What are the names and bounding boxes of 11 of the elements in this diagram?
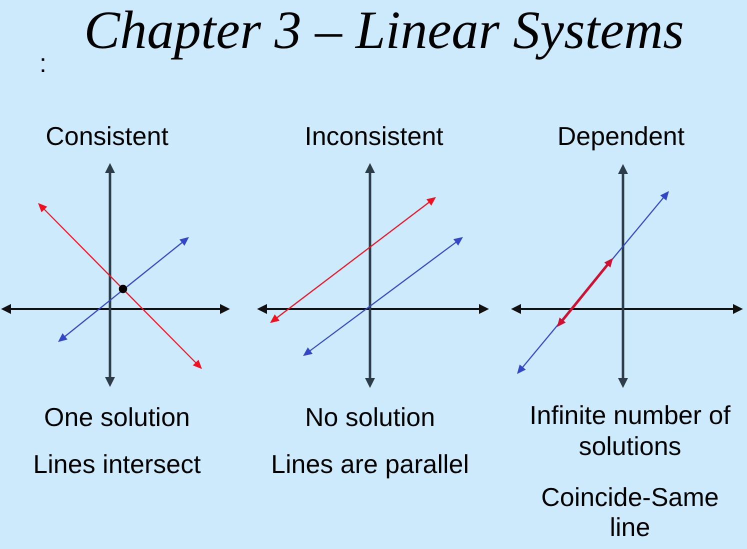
column-heading: Inconsistent [304,121,444,151]
column-heading: Dependent [557,121,685,151]
solution-count-text: No solution [304,402,436,432]
column-heading: Consistent [46,121,168,151]
solution-count-text: Infinite number of solutions [528,400,732,462]
description-text: Lines are parallel [271,449,469,479]
colon-mark: : [39,48,47,78]
description-text: Coincide-Same line [540,482,720,542]
description-text: Lines intersect [33,449,201,479]
solution-count-text: One solution [44,402,190,432]
title: Chapter 3 – Linear Systems [84,0,684,60]
